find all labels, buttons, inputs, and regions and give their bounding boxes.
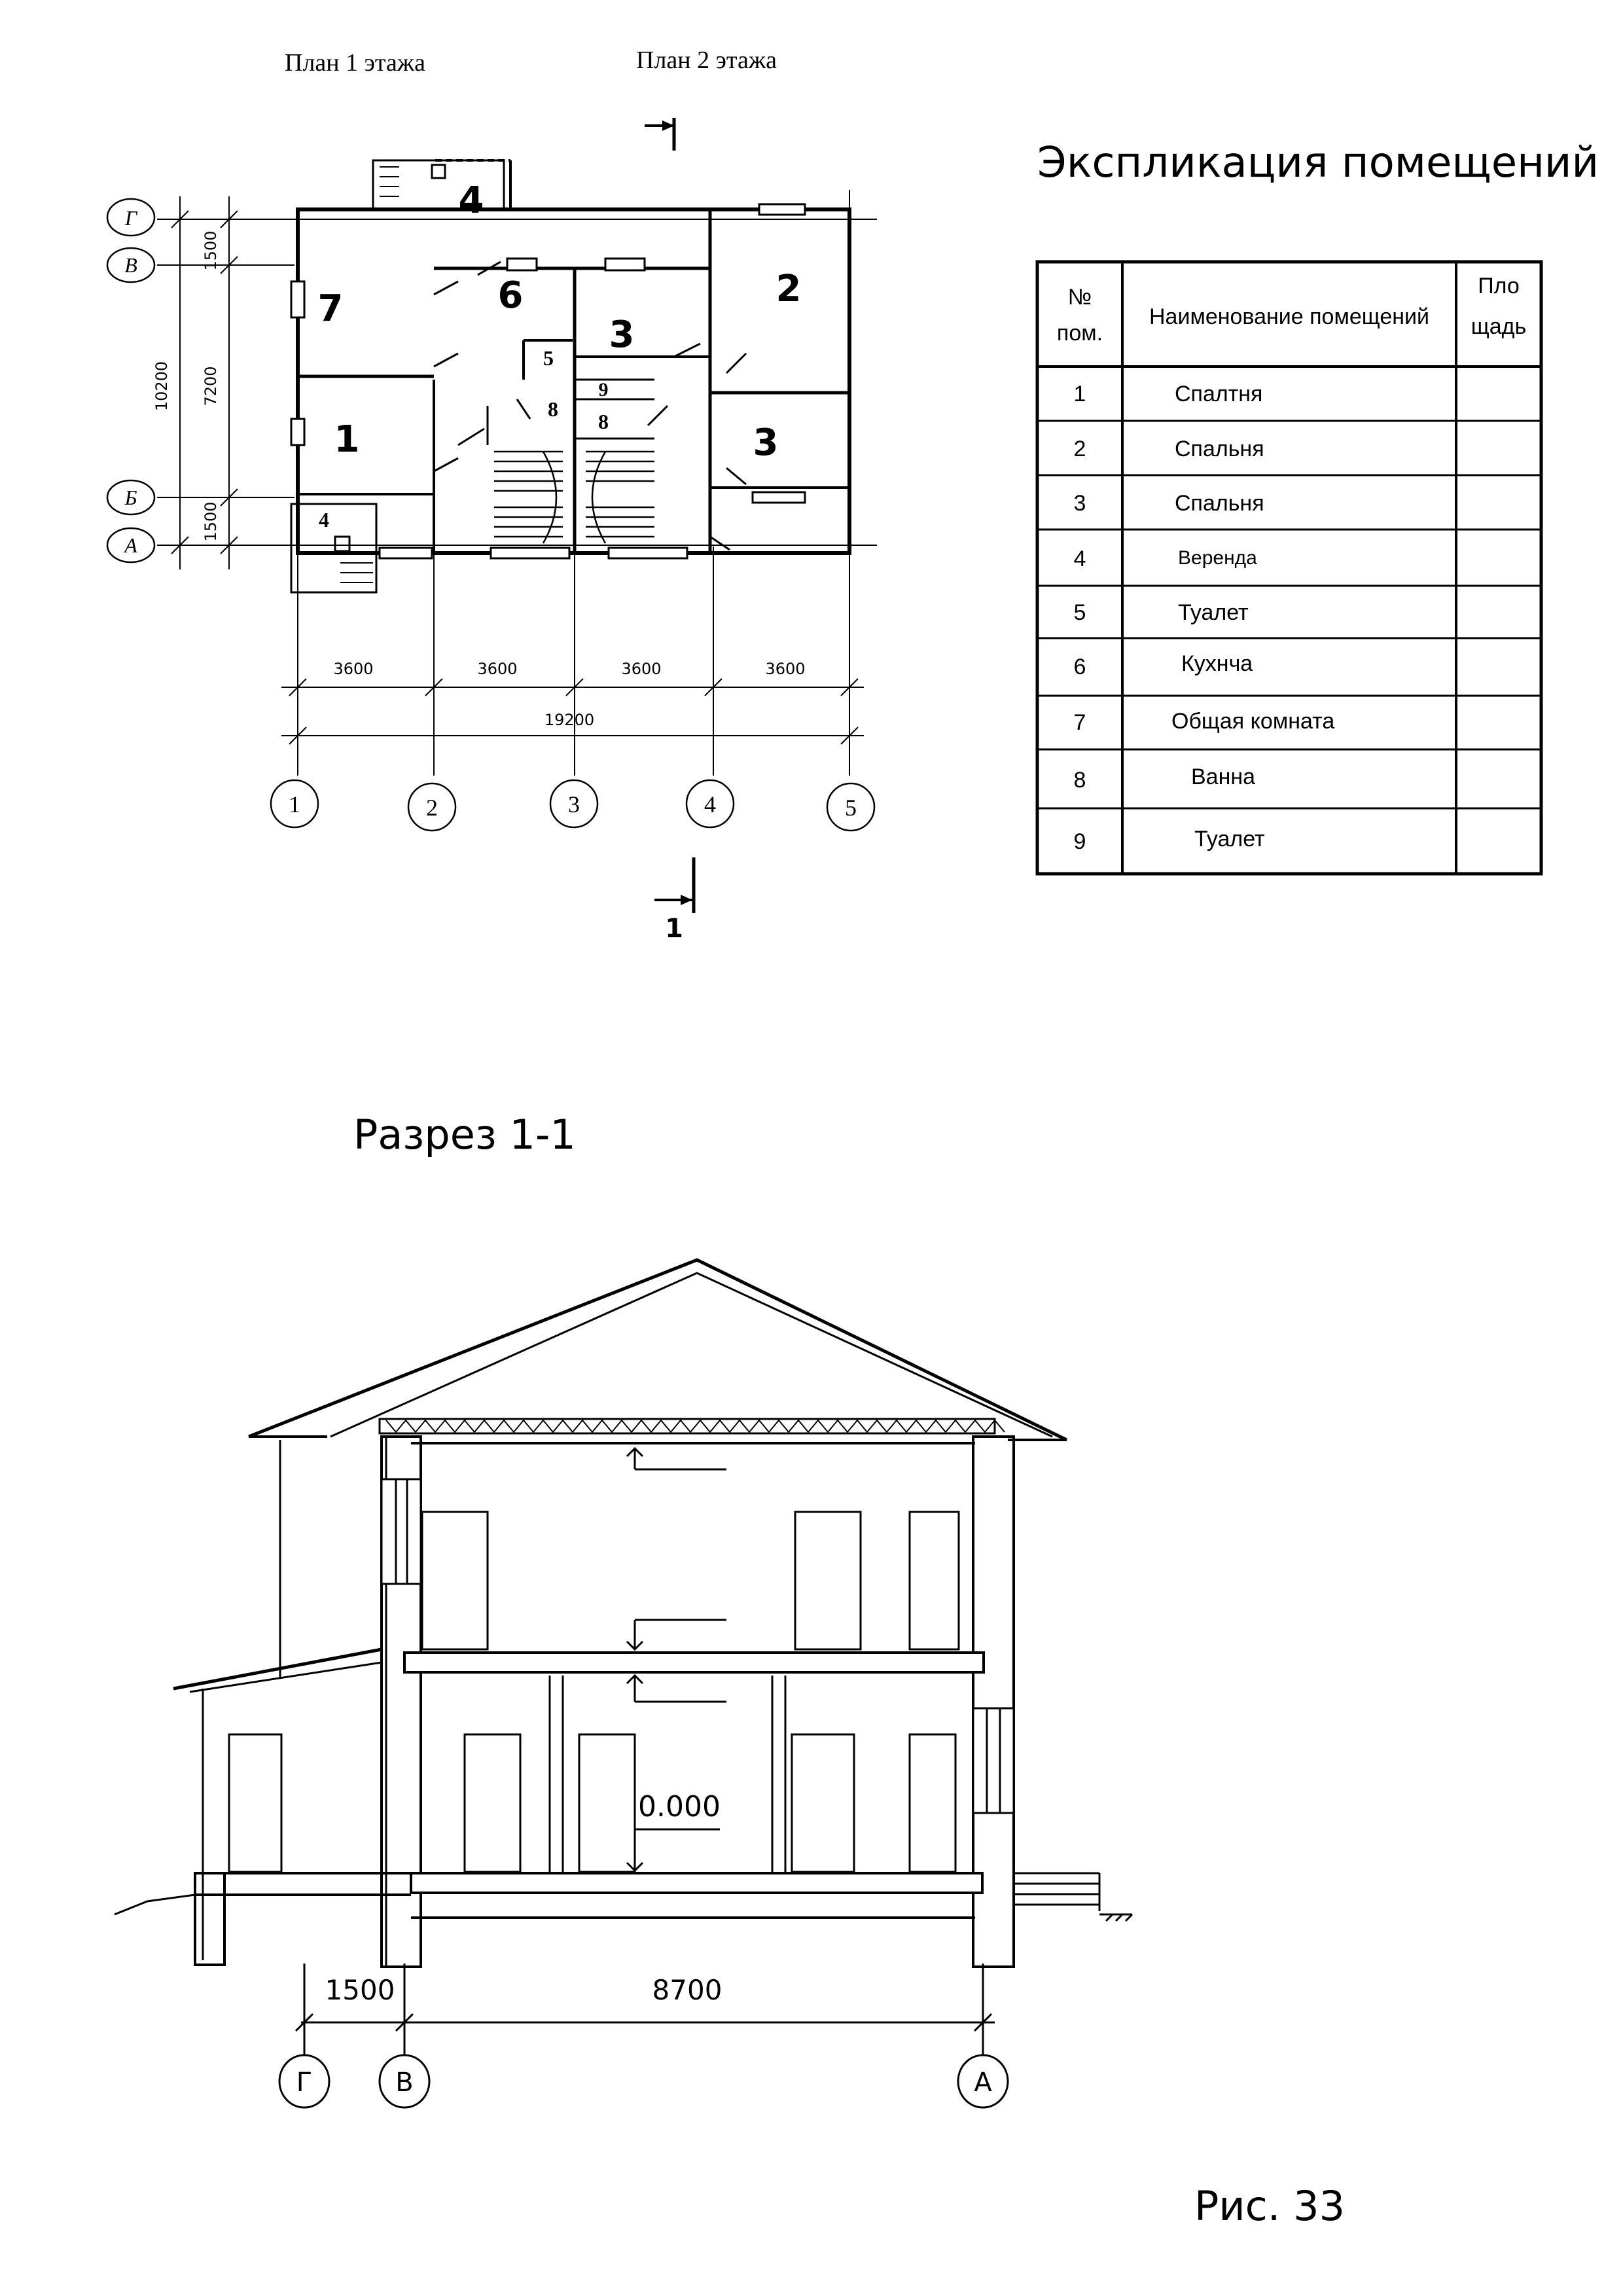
- row-2-name: Спальня: [1175, 437, 1264, 461]
- axis-label-v: В: [124, 253, 137, 277]
- room-numbers: 7 6 4 3 2 1 5 8 9 8 3 4: [318, 179, 802, 531]
- section-dim-1500: 1500: [325, 1974, 395, 2006]
- section-view: Разрез 1-1: [114, 1111, 1133, 2109]
- axis-label-2: 2: [426, 795, 438, 821]
- axis-label-b: Б: [124, 486, 137, 509]
- axis-label-4: 4: [704, 791, 716, 817]
- axis-letter-markers: [106, 198, 156, 564]
- section-cut-top: [645, 118, 676, 151]
- row-9-name: Туалет: [1194, 827, 1265, 852]
- windows: [290, 203, 806, 560]
- section-dimensions: [294, 1964, 995, 2039]
- row-4-num: 4: [1074, 547, 1086, 571]
- floor1-label: План 1 этажа: [285, 49, 425, 77]
- room-number-2: 2: [776, 268, 802, 310]
- axis-label-5: 5: [845, 795, 857, 821]
- dim-h-3600-1: 3600: [333, 660, 373, 678]
- dim-v-1500-bottom: 1500: [202, 501, 220, 541]
- vertical-dimensions: [171, 196, 238, 569]
- section-mark-label: 1: [665, 914, 683, 944]
- row-9-num: 9: [1074, 829, 1086, 854]
- axis-label-a: А: [123, 533, 137, 557]
- veranda-bottom: [290, 503, 378, 594]
- figure-caption: Рис. 33: [1194, 2182, 1345, 2230]
- row-1-name: Спалтня: [1175, 382, 1262, 406]
- axis-label-3: 3: [568, 791, 580, 817]
- dim-h-3600-3: 3600: [621, 660, 661, 678]
- door-swings: [433, 260, 747, 551]
- section-axis-v: В: [395, 2068, 413, 2098]
- roof: [248, 1258, 1068, 1442]
- room-number-7: 7: [318, 287, 344, 330]
- explication: Экспликация помещений № пом. Наименовани…: [1035, 139, 1599, 876]
- section-cut-bottom: [654, 857, 696, 913]
- room-number-4-bottom: 4: [319, 508, 329, 531]
- level-marks: [626, 1446, 726, 1873]
- explication-table: [1035, 260, 1543, 876]
- room-number-8-a: 8: [548, 397, 558, 421]
- row-1-num: 1: [1074, 382, 1086, 406]
- row-5-name: Туалет: [1178, 600, 1249, 625]
- row-8-num: 8: [1074, 768, 1086, 793]
- header-name: Наименование помещений: [1149, 304, 1429, 329]
- exterior-walls: [296, 207, 851, 555]
- dim-v-1500-top: 1500: [202, 230, 220, 270]
- section-dim-8700: 8700: [652, 1974, 722, 2006]
- room-number-3-right: 3: [753, 422, 779, 464]
- section-axis-markers: [278, 2039, 1009, 2109]
- stairs: [494, 450, 654, 544]
- dim-v-10200: 10200: [152, 361, 171, 411]
- section-doors: [228, 1511, 960, 1873]
- row-3-name: Спальня: [1175, 491, 1264, 516]
- room-number-1: 1: [334, 418, 360, 461]
- axis-label-g: Г: [124, 206, 138, 230]
- dim-h-3600-4: 3600: [765, 660, 805, 678]
- level-mark-zero: 0.000: [638, 1790, 721, 1823]
- room-number-6: 6: [498, 274, 524, 317]
- header-num-line1: №: [1068, 285, 1092, 310]
- floor2-label: План 2 этажа: [636, 46, 777, 74]
- veranda-top: [372, 159, 512, 211]
- table-rows: 1 Спалтня 2 Спальня 3 Спальня 4 Веренда …: [1074, 382, 1335, 854]
- section-title: Разрез 1-1: [353, 1111, 576, 1158]
- header-num-line2: пом.: [1057, 321, 1103, 346]
- right-steps: [1014, 1872, 1133, 1922]
- floor-slabs: [196, 1651, 985, 1919]
- row-3-num: 3: [1074, 491, 1086, 516]
- room-number-5: 5: [543, 346, 554, 370]
- row-5-num: 5: [1074, 600, 1086, 625]
- header-area-line1: Пло: [1478, 274, 1520, 298]
- dim-h-3600-2: 3600: [477, 660, 517, 678]
- room-number-4-top: 4: [459, 179, 484, 222]
- row-4-name: Веренда: [1178, 547, 1257, 569]
- dim-h-total: 19200: [544, 711, 594, 729]
- room-number-3-left: 3: [609, 314, 635, 356]
- left-annex: [114, 1647, 382, 1966]
- row-6-name: Кухнча: [1181, 651, 1253, 676]
- room-number-9: 9: [599, 379, 609, 401]
- header-area-line2: щадь: [1471, 314, 1526, 339]
- row-8-name: Ванна: [1191, 764, 1255, 789]
- axis-number-markers: [270, 779, 876, 832]
- row-7-num: 7: [1074, 710, 1086, 735]
- row-6-num: 6: [1074, 655, 1086, 679]
- floor-plan: План 1 этажа План 2 этажа: [106, 46, 877, 944]
- section-axis-a: А: [974, 2068, 992, 2098]
- row-7-name: Общая комната: [1171, 709, 1334, 734]
- axis-label-1: 1: [289, 791, 300, 817]
- section-axis-g: Г: [296, 2068, 312, 2098]
- dim-v-7200: 7200: [202, 366, 220, 406]
- row-2-num: 2: [1074, 437, 1086, 461]
- explication-title: Экспликация помещений: [1037, 139, 1599, 187]
- horizontal-dimensions: [281, 678, 864, 745]
- section-wall-windows: [380, 1478, 1015, 1814]
- room-number-8-b: 8: [598, 410, 609, 433]
